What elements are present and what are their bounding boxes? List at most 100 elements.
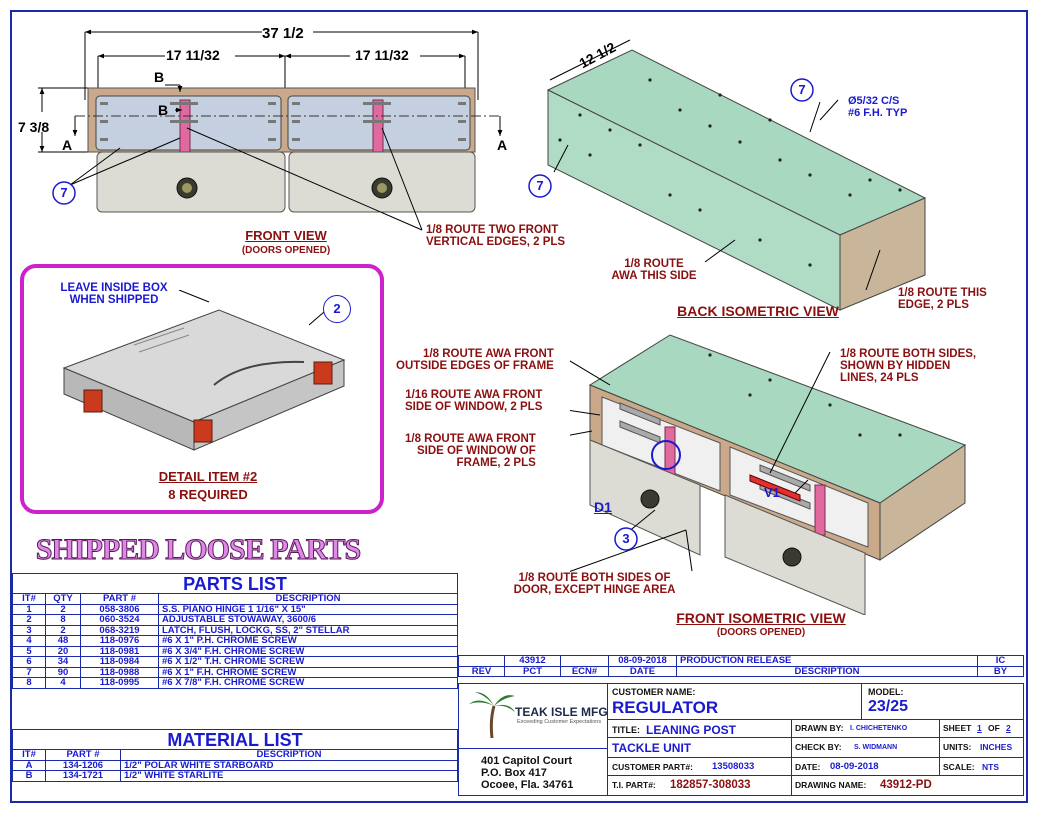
drawn-by-cell: DRAWN BY: I. CHICHETENKO xyxy=(792,720,940,738)
cell: #6 X 1/2" T.H. CHROME SCREW xyxy=(158,656,458,668)
units-cell: UNITS: INCHES xyxy=(940,738,1024,758)
units-label: UNITS: xyxy=(943,742,972,752)
parts-list-title: PARTS LIST xyxy=(12,573,458,594)
shipped-loose-banner: SHIPPED LOOSE PARTS xyxy=(35,533,361,566)
col-it: IT# xyxy=(12,749,46,761)
note-route-front: 1/8 ROUTE TWO FRONT VERTICAL EDGES, 2 PL… xyxy=(426,224,566,249)
cell: 2 xyxy=(45,624,81,636)
sheet-label: SHEET xyxy=(943,723,972,733)
note-outside-edges: 1/8 ROUTE AWA FRONT OUTSIDE EDGES OF FRA… xyxy=(396,348,554,373)
cell xyxy=(458,655,505,667)
model-value: 23/25 xyxy=(868,698,909,715)
company-tagline: Exceeding Customer Expectations xyxy=(517,719,602,725)
cell: 4 xyxy=(45,677,81,689)
front-view-title: FRONT VIEW xyxy=(245,228,327,243)
cell: 20 xyxy=(45,645,81,657)
cell: 118-0981 xyxy=(80,645,159,657)
balloon-7-front: 7 xyxy=(60,185,68,200)
title-block: TEAK ISLE MFG Exceeding Customer Expecta… xyxy=(458,683,1024,796)
front-view-dim-left: 17 11/32 xyxy=(166,47,220,63)
detail-title: DETAIL ITEM #2 xyxy=(158,469,258,484)
scale-label: SCALE: xyxy=(943,762,975,772)
cell: 118-0995 xyxy=(80,677,159,689)
cell: 118-0984 xyxy=(80,656,159,668)
customer-name-label: CUSTOMER NAME: xyxy=(612,687,696,697)
drawing-name-cell: DRAWING NAME: 43912-PD xyxy=(792,776,1024,795)
title-cell: TITLE: LEANING POST TACKLE UNIT xyxy=(608,720,792,758)
cell: IC xyxy=(977,655,1024,667)
date-label: DATE: xyxy=(795,762,821,772)
title-grid: CUSTOMER NAME: REGULATOR MODEL: 23/25 TI… xyxy=(607,684,1024,795)
date-value: 08-09-2018 xyxy=(830,761,879,772)
cell: 1/2" POLAR WHITE STARBOARD xyxy=(120,759,458,771)
cell: 8 xyxy=(45,614,81,626)
customer-part-cell: CUSTOMER PART#: 13508033 xyxy=(608,758,792,776)
col-part: PART # xyxy=(45,749,121,761)
col-rev: REV xyxy=(458,665,505,677)
sheet-cell: SHEET 1 OF 2 xyxy=(940,720,1024,738)
cell: 060-3524 xyxy=(80,614,159,626)
col-description: DESCRIPTION xyxy=(676,665,978,677)
sheet-total: 2 xyxy=(1006,723,1011,733)
sheet-border xyxy=(10,10,1028,803)
cell: 43912 xyxy=(504,655,561,667)
note-side-window: 1/16 ROUTE AWA FRONT SIDE OF WINDOW, 2 P… xyxy=(405,389,543,414)
balloon-2-outline xyxy=(323,295,351,323)
note-cs: Ø5/32 C/S #6 F.H. TYP xyxy=(848,95,908,119)
section-a-left: A xyxy=(62,137,73,153)
title-divider xyxy=(608,737,792,738)
cell: 1 xyxy=(12,603,46,615)
address-line-1: 401 Capitol Court xyxy=(481,755,573,767)
cell: A xyxy=(12,759,46,771)
model-cell: MODEL: 23/25 xyxy=(862,684,1024,720)
address-line-2: P.O. Box 417 xyxy=(481,767,547,779)
cell: 7 xyxy=(12,666,46,678)
cell: 134-1206 xyxy=(45,759,121,771)
cell: PRODUCTION RELEASE xyxy=(676,655,978,667)
cell: 1/2" WHITE STARLITE xyxy=(120,770,458,782)
col-description: DESCRIPTION xyxy=(120,749,458,761)
col-it: IT# xyxy=(12,593,46,605)
col-ecn: ECN# xyxy=(560,665,609,677)
col-part: PART # xyxy=(80,593,159,605)
parts-list-header: IT# QTY PART # DESCRIPTION xyxy=(12,593,458,605)
label-v1: V1 xyxy=(764,485,780,500)
palm-tree-logo xyxy=(469,692,515,739)
cell: 5 xyxy=(12,645,46,657)
cell: ADJUSTABLE STOWAWAY, 3600/6 xyxy=(158,614,458,626)
cell: 3 xyxy=(12,624,46,636)
front-iso-drawing xyxy=(570,334,967,615)
cell: 134-1721 xyxy=(45,770,121,782)
front-view-dim-overall: 37 1/2 xyxy=(262,25,304,42)
section-b-mid: B xyxy=(158,102,169,118)
address-line-3: Ocoee, Fla. 34761 xyxy=(481,779,574,791)
note-leave-inside: LEAVE INSIDE BOX WHEN SHIPPED xyxy=(60,282,168,307)
balloon-7-back-a: 7 xyxy=(798,82,806,97)
section-a-right: A xyxy=(497,137,508,153)
revision-header: REV PCT ECN# DATE DESCRIPTION BY xyxy=(458,665,1024,677)
front-view-subtitle: (DOORS OPENED) xyxy=(241,245,331,256)
ti-part-value: 182857-308033 xyxy=(670,779,751,791)
of-label: OF xyxy=(988,723,1000,733)
scale-value: NTS xyxy=(982,762,999,772)
address: 401 Capitol Court P.O. Box 417 Ocoee, Fl… xyxy=(459,748,607,795)
cell: 6 xyxy=(12,656,46,668)
check-by-value: S. WIDMANN xyxy=(854,744,898,751)
note-awa-this-side: 1/8 ROUTE AWA THIS SIDE xyxy=(611,258,697,283)
customer-part-value: 13508033 xyxy=(712,761,755,772)
detail-qty: 8 REQUIRED xyxy=(168,487,248,502)
front-view-dim-right: 17 11/32 xyxy=(355,47,409,63)
model-label: MODEL: xyxy=(868,687,904,697)
material-list-title: MATERIAL LIST xyxy=(12,729,458,750)
note-window-frame: 1/8 ROUTE AWA FRONT SIDE OF WINDOW OF FR… xyxy=(405,433,536,470)
drawing-name-value: 43912-PD xyxy=(880,779,932,791)
balloon-3: 3 xyxy=(622,531,630,546)
col-pct: PCT xyxy=(504,665,561,677)
